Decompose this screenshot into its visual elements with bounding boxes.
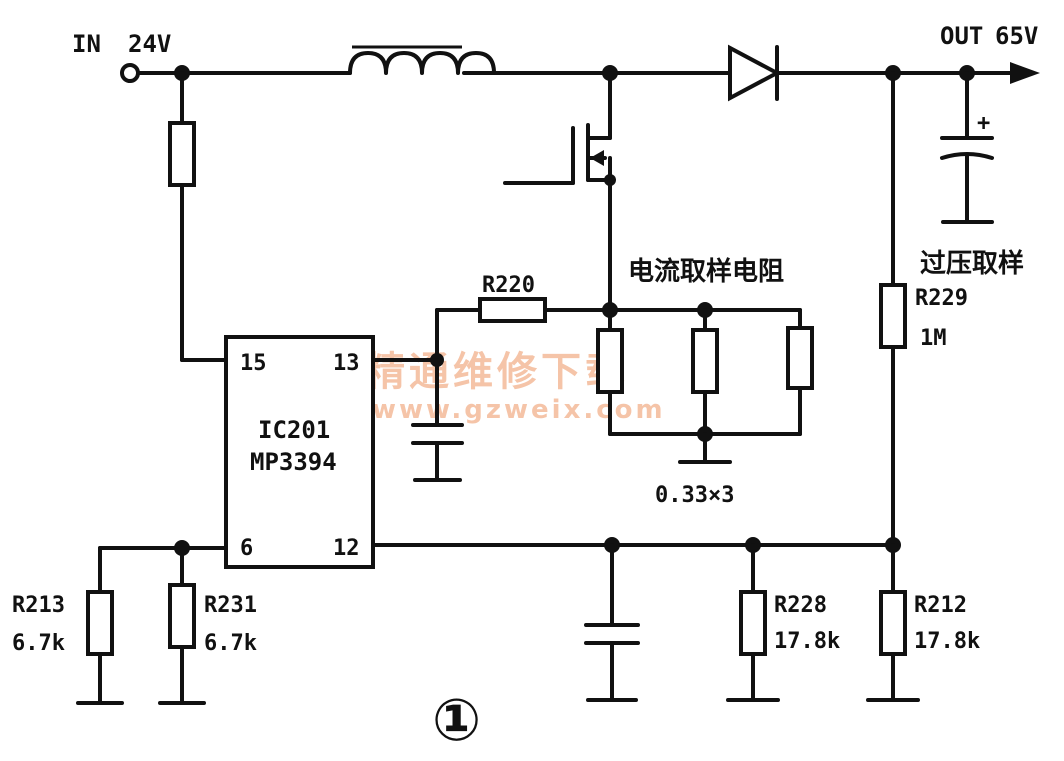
r231-ref: R231 — [204, 593, 257, 618]
filter-capacitor — [411, 423, 464, 445]
r220-label: R220 — [482, 273, 535, 298]
pin-15-label: 15 — [240, 351, 267, 376]
mosfet — [503, 71, 612, 185]
input-voltage: 24V — [128, 30, 171, 58]
resistor-r220 — [478, 297, 547, 323]
watermark-cn: 精通维修下载 — [365, 349, 629, 395]
inductor — [348, 45, 496, 75]
output-voltage: 65V — [995, 22, 1038, 50]
ic-part: MP3394 — [250, 448, 337, 476]
resistor-r228 — [739, 590, 767, 656]
resistor-r213 — [86, 590, 114, 656]
r231-value: 6.7k — [204, 631, 257, 656]
pin-6-label: 6 — [240, 536, 253, 561]
input-label: IN — [72, 30, 101, 58]
pin-12-label: 12 — [333, 536, 360, 561]
ic-ref: IC201 — [258, 416, 330, 444]
pin-13-label: 13 — [333, 351, 360, 376]
r228-value: 17.8k — [774, 629, 840, 654]
overvoltage-sense-label: 过压取样 — [920, 248, 1024, 279]
sense-resistor-2 — [691, 328, 719, 394]
output-diode — [728, 44, 782, 102]
watermark-url: www.gzweix.com — [372, 395, 666, 425]
sense-resistor-3 — [786, 326, 814, 390]
input-terminal — [120, 63, 140, 83]
resistor-pullup — [168, 121, 196, 187]
r212-ref: R212 — [914, 593, 967, 618]
current-sense-value: 0.33×3 — [655, 483, 734, 508]
resistor-r229 — [879, 283, 907, 349]
r212-value: 17.8k — [914, 629, 980, 654]
comp-capacitor — [584, 623, 640, 645]
sense-resistor-1 — [596, 328, 624, 394]
output-arrow-icon — [1010, 62, 1040, 84]
resistor-r231 — [168, 583, 196, 649]
capacitor-plus-sign: + — [977, 111, 990, 136]
r229-ref: R229 — [915, 286, 968, 311]
r228-ref: R228 — [774, 593, 827, 618]
r229-value: 1M — [920, 326, 947, 351]
output-label: OUT — [940, 22, 983, 50]
figure-number: ① — [432, 686, 481, 754]
r213-value: 6.7k — [12, 631, 65, 656]
current-sense-label: 电流取样电阻 — [628, 256, 784, 287]
ic201: 15 13 IC201 MP3394 6 12 — [224, 335, 375, 569]
resistor-r212 — [879, 590, 907, 656]
r213-ref: R213 — [12, 593, 65, 618]
